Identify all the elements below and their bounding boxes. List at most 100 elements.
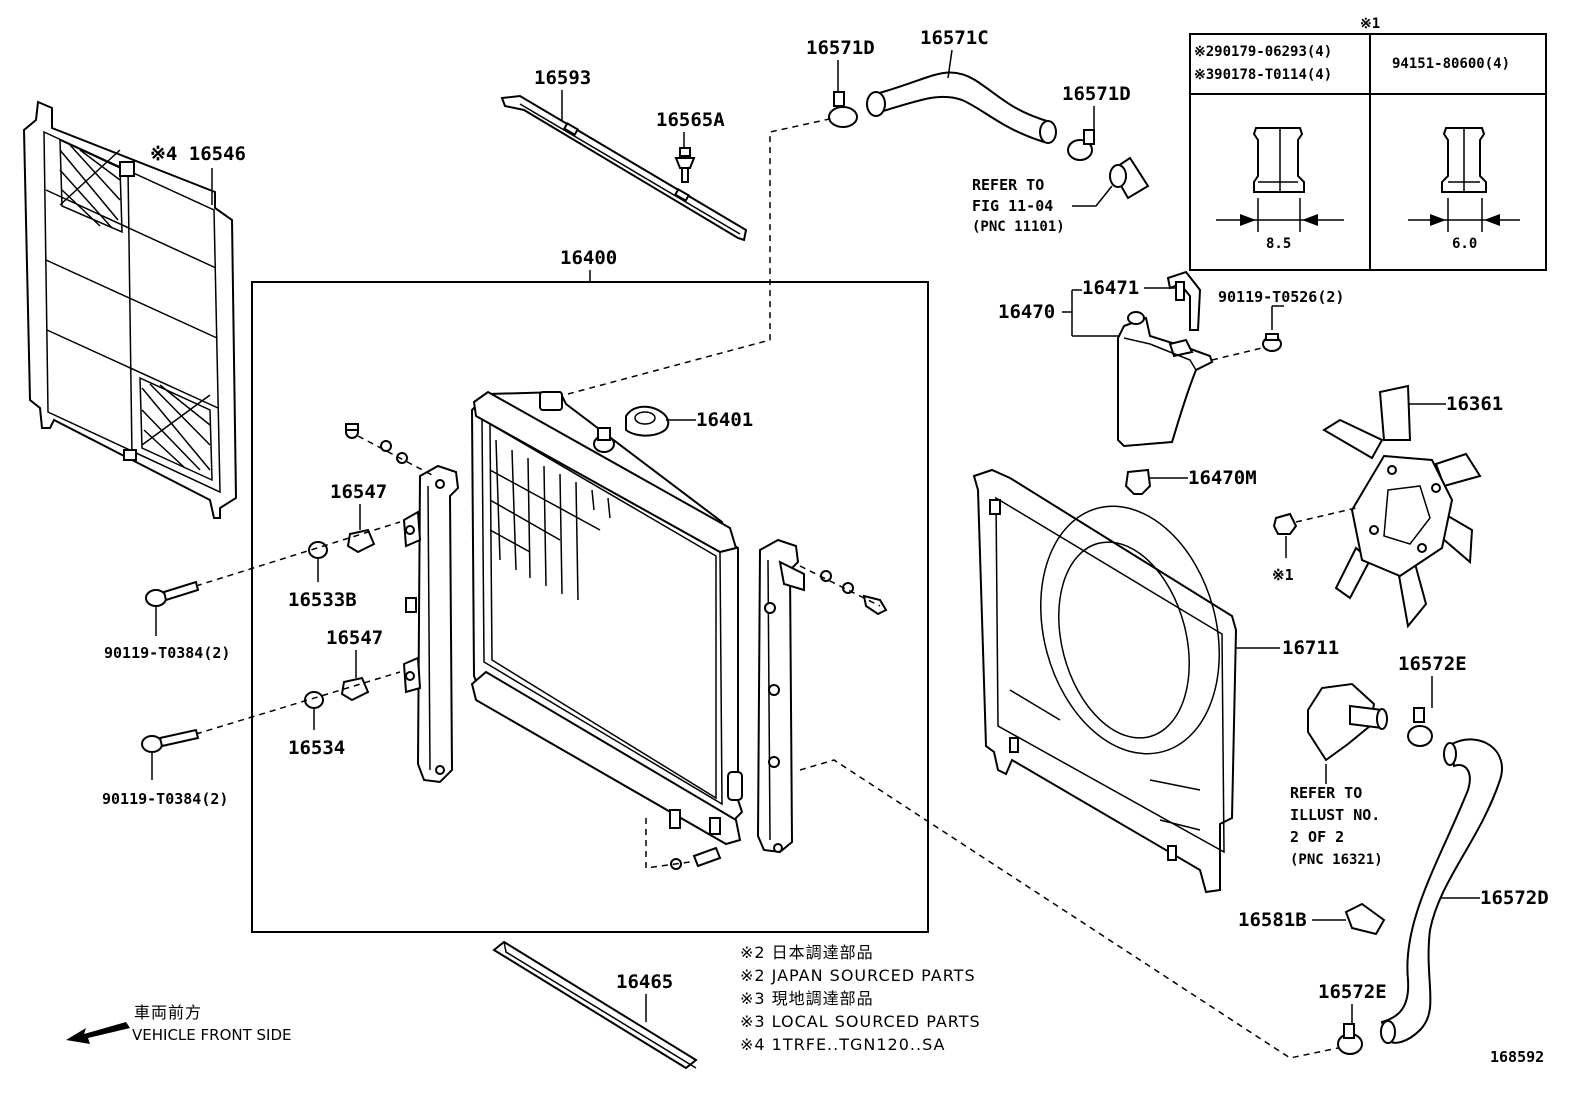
svg-text:94151-80600(4): 94151-80600(4) — [1392, 56, 1510, 72]
dashed-lead-upper-hose — [567, 117, 835, 395]
svg-text:16571D: 16571D — [1062, 83, 1131, 105]
label-16581B: 16581B — [1238, 909, 1346, 931]
drain-cock[interactable] — [645, 818, 722, 870]
svg-text:16470M: 16470M — [1188, 467, 1257, 489]
seal-strip-16465[interactable] — [492, 940, 698, 1070]
svg-text:※2 日本調達部品: ※2 日本調達部品 — [740, 943, 874, 962]
label-16572E-top: 16572E — [1398, 653, 1467, 708]
label-16465: 16465 — [616, 971, 673, 1022]
svg-text:(PNC 16321): (PNC 16321) — [1290, 852, 1383, 868]
radiator-hose-16572D[interactable] — [1380, 738, 1503, 1044]
svg-text:16547: 16547 — [330, 481, 387, 503]
bolt-washer-set-left-top[interactable] — [345, 423, 435, 477]
label-16547-b: 16547 — [326, 627, 383, 678]
hose-clamp-16571D-top[interactable] — [828, 91, 858, 128]
bolt-90119-T0384-b[interactable] — [141, 671, 401, 753]
water-inlet[interactable] — [1307, 682, 1388, 762]
label-16534: 16534 — [288, 708, 345, 759]
svg-text:※1: ※1 — [1272, 566, 1294, 584]
svg-text:8.5: 8.5 — [1266, 236, 1291, 252]
svg-text:※2 JAPAN SOURCED PARTS: ※2 JAPAN SOURCED PARTS — [740, 966, 976, 985]
svg-text:90119-T0384(2): 90119-T0384(2) — [102, 790, 228, 808]
figure-number: 168592 — [1490, 1048, 1544, 1066]
label-bolt-b: 90119-T0384(2) — [102, 752, 228, 808]
label-16470-16471: 16470 16471 — [998, 277, 1176, 337]
cushion-16547-lower[interactable] — [340, 676, 370, 702]
fan-shroud-16711[interactable] — [972, 468, 1246, 894]
svg-text:※4 16546: ※4 16546 — [150, 143, 246, 165]
grommet-16534[interactable] — [304, 691, 324, 709]
radiator-hose-16571C[interactable] — [866, 71, 1057, 144]
label-16571C: 16571C — [920, 27, 989, 79]
svg-text:16581B: 16581B — [1238, 909, 1307, 931]
tank-cap-16470M[interactable] — [1124, 468, 1152, 495]
nut-6.0-icon: 6.0 — [1408, 127, 1520, 252]
svg-text:※390178-T0114(4): ※390178-T0114(4) — [1194, 67, 1332, 83]
svg-text:VEHICLE FRONT SIDE: VEHICLE FRONT SIDE — [132, 1026, 292, 1044]
radiator-core[interactable] — [470, 390, 744, 846]
label-16546: ※4 16546 — [150, 143, 246, 205]
label-16571D-top: 16571D — [806, 37, 875, 92]
label-16547-a: 16547 — [330, 481, 387, 530]
radiator-side-bracket-left[interactable] — [402, 464, 460, 784]
cushion-16547-upper[interactable] — [346, 528, 376, 554]
svg-text:16465: 16465 — [616, 971, 673, 993]
svg-text:90119-T0526(2): 90119-T0526(2) — [1218, 288, 1344, 306]
svg-text:16711: 16711 — [1282, 637, 1339, 659]
svg-text:2 OF 2: 2 OF 2 — [1290, 828, 1344, 846]
svg-text:16534: 16534 — [288, 737, 345, 759]
label-16470M: 16470M — [1150, 467, 1257, 489]
front-arrow-icon — [66, 1022, 130, 1044]
svg-text:16593: 16593 — [534, 67, 591, 89]
refer-illust-2-of-2: REFER TO ILLUST NO. 2 OF 2 (PNC 16321) — [1290, 764, 1383, 868]
svg-text:16547: 16547 — [326, 627, 383, 649]
label-bolt-a: 90119-T0384(2) — [104, 606, 230, 662]
fan-nut-mark1[interactable] — [1272, 507, 1357, 535]
cooling-fan-16361[interactable] — [1322, 384, 1482, 629]
label-16572E-bottom: 16572E — [1318, 981, 1387, 1024]
engine-outlet-pipe[interactable] — [1109, 156, 1150, 200]
label-mark1: ※1 — [1272, 536, 1294, 584]
svg-text:FIG 11-04: FIG 11-04 — [972, 197, 1053, 215]
label-16593: 16593 — [534, 67, 591, 120]
bolt-90119-T0384-a[interactable] — [145, 521, 401, 607]
hose-clamp-16571D-right[interactable] — [1067, 129, 1095, 161]
svg-text:16565A: 16565A — [656, 109, 725, 131]
svg-text:※1: ※1 — [1360, 16, 1380, 32]
bolt-90119-T0526[interactable] — [1211, 333, 1282, 361]
refer-fig-11-04: REFER TO FIG 11-04 (PNC 11101) — [972, 176, 1113, 235]
nut-spec-table: ※1 ※290179-06293(4) ※390178-T0114(4) 941… — [1189, 16, 1547, 271]
svg-text:6.0: 6.0 — [1452, 236, 1477, 252]
svg-text:※3 LOCAL SOURCED PARTS: ※3 LOCAL SOURCED PARTS — [740, 1012, 981, 1031]
hose-clamp-16572E-top[interactable] — [1407, 707, 1433, 747]
svg-text:車両前方: 車両前方 — [134, 1003, 202, 1022]
svg-text:16571C: 16571C — [920, 27, 989, 49]
radiator-assy-box-16400 — [251, 281, 929, 933]
reserve-tank-16470[interactable] — [1117, 311, 1214, 448]
bolt-washer-set-right[interactable] — [799, 565, 888, 616]
svg-text:16471: 16471 — [1082, 277, 1139, 299]
radiator-guard-16546[interactable] — [22, 100, 238, 519]
radiator-cap-16401[interactable] — [625, 405, 670, 437]
vehicle-front-indicator: 車両前方 VEHICLE FRONT SIDE — [66, 1003, 292, 1044]
label-16400: 16400 — [560, 247, 617, 282]
svg-text:16572E: 16572E — [1398, 653, 1467, 675]
svg-text:(PNC 11101): (PNC 11101) — [972, 219, 1065, 235]
label-16361: 16361 — [1408, 393, 1503, 415]
svg-text:16470: 16470 — [998, 301, 1055, 323]
radiator-side-bracket-right[interactable] — [756, 538, 805, 854]
svg-text:16572D: 16572D — [1480, 887, 1549, 909]
svg-text:※290179-06293(4): ※290179-06293(4) — [1194, 44, 1332, 60]
radiator-support-seal-16593[interactable] — [500, 94, 748, 242]
label-16533B: 16533B — [288, 558, 357, 611]
svg-text:16361: 16361 — [1446, 393, 1503, 415]
clip-16565A[interactable] — [674, 147, 696, 183]
label-16401: 16401 — [666, 409, 753, 431]
label-bolt-c: 90119-T0526(2) — [1218, 288, 1344, 330]
nut-8.5-icon: 8.5 — [1216, 127, 1344, 252]
tank-hose-16471[interactable] — [1166, 270, 1202, 331]
hose-clamp-16572E-bottom[interactable] — [1337, 1023, 1363, 1055]
svg-text:16571D: 16571D — [806, 37, 875, 59]
hose-clamp-16581B[interactable] — [1344, 902, 1386, 936]
